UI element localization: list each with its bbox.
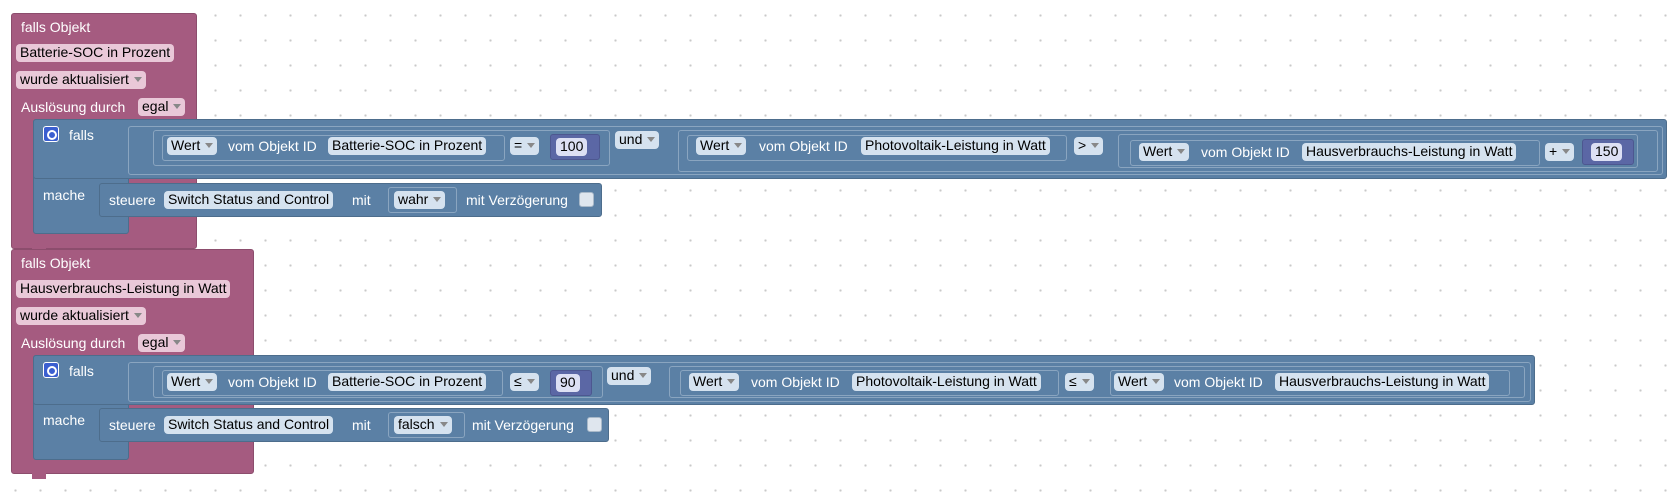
with-label: mit bbox=[352, 417, 371, 433]
operator-value: = bbox=[514, 137, 523, 153]
object-id-field[interactable]: Batterie-SOC in Prozent bbox=[328, 137, 487, 155]
gear-icon[interactable] bbox=[43, 126, 59, 142]
if-label: falls bbox=[69, 363, 94, 379]
object-id-field[interactable]: Hausverbrauchs-Leistung in Watt bbox=[1275, 373, 1490, 391]
dropdown-arrow-icon bbox=[639, 372, 648, 378]
math-operator-dropdown[interactable]: + bbox=[1545, 143, 1575, 161]
value-dropdown-label: Wert bbox=[700, 137, 730, 153]
value-dropdown-label: Wert bbox=[171, 373, 201, 389]
dropdown-arrow-icon bbox=[647, 136, 656, 142]
dropdown-arrow-icon bbox=[1562, 148, 1571, 154]
and-label: und bbox=[619, 131, 643, 147]
trigger-by-value: egal bbox=[142, 334, 169, 350]
dropdown-arrow-icon bbox=[205, 142, 214, 148]
object-id-field[interactable]: Hausverbrauchs-Leistung in Watt bbox=[1302, 143, 1517, 161]
and-operator-dropdown[interactable]: und bbox=[615, 131, 660, 149]
dropdown-arrow-icon bbox=[439, 421, 448, 427]
delay-label: mit Verzögerung bbox=[466, 192, 568, 208]
of-object-label: vom Objekt ID bbox=[1201, 144, 1290, 160]
of-object-label: vom Objekt ID bbox=[228, 374, 317, 390]
trigger-by-dropdown[interactable]: egal bbox=[138, 334, 186, 352]
value-dropdown-label: Wert bbox=[1143, 143, 1173, 159]
gear-icon[interactable] bbox=[43, 362, 59, 378]
boolean-dropdown[interactable]: falsch bbox=[394, 416, 452, 434]
number-field[interactable]: 90 bbox=[556, 374, 580, 392]
number-field[interactable]: 150 bbox=[1591, 143, 1623, 161]
value-dropdown[interactable]: Wert bbox=[1114, 373, 1165, 391]
operator-dropdown[interactable]: > bbox=[1074, 137, 1104, 155]
operator-dropdown[interactable]: ≤ bbox=[1065, 373, 1094, 391]
operator-value: ≤ bbox=[514, 373, 522, 389]
dropdown-arrow-icon bbox=[1152, 378, 1161, 384]
dropdown-arrow-icon bbox=[1177, 148, 1186, 154]
operator-dropdown[interactable]: ≤ bbox=[510, 373, 539, 391]
dropdown-arrow-icon bbox=[133, 312, 142, 318]
boolean-dropdown[interactable]: wahr bbox=[394, 191, 446, 209]
dropdown-arrow-icon bbox=[173, 339, 182, 345]
object-id-field[interactable]: Batterie-SOC in Prozent bbox=[328, 373, 487, 391]
dropdown-arrow-icon bbox=[734, 142, 743, 148]
dropdown-arrow-icon bbox=[133, 76, 142, 82]
if-label: falls bbox=[69, 127, 94, 143]
boolean-value: wahr bbox=[398, 191, 429, 207]
dropdown-arrow-icon bbox=[526, 378, 535, 384]
dropdown-arrow-icon bbox=[527, 142, 536, 148]
trigger-object-field[interactable]: Batterie-SOC in Prozent bbox=[16, 44, 175, 62]
control-target-field[interactable]: Switch Status and Control bbox=[164, 191, 334, 209]
of-object-label: vom Objekt ID bbox=[759, 138, 848, 154]
trigger-event-value: wurde aktualisiert bbox=[20, 71, 129, 87]
trigger-label: falls Objekt bbox=[21, 255, 91, 271]
trigger-by-value: egal bbox=[142, 98, 169, 114]
value-dropdown[interactable]: Wert bbox=[689, 373, 740, 391]
control-label: steuere bbox=[109, 417, 156, 433]
dropdown-arrow-icon bbox=[433, 196, 442, 202]
and-label: und bbox=[611, 367, 635, 383]
dropdown-arrow-icon bbox=[1091, 142, 1100, 148]
value-dropdown[interactable]: Wert bbox=[167, 137, 218, 155]
of-object-label: vom Objekt ID bbox=[228, 138, 317, 154]
value-dropdown[interactable]: Wert bbox=[696, 137, 747, 155]
and-operator-dropdown[interactable]: und bbox=[607, 367, 652, 385]
value-dropdown[interactable]: Wert bbox=[1139, 143, 1190, 161]
do-label: mache bbox=[43, 412, 86, 428]
of-object-label: vom Objekt ID bbox=[751, 374, 840, 390]
trigger-by-label: Auslösung durch bbox=[21, 335, 126, 351]
control-label: steuere bbox=[109, 192, 156, 208]
trigger-by-label: Auslösung durch bbox=[21, 99, 126, 115]
delay-label: mit Verzögerung bbox=[472, 417, 574, 433]
number-field[interactable]: 100 bbox=[556, 138, 588, 156]
trigger-event-dropdown[interactable]: wurde aktualisiert bbox=[16, 307, 146, 325]
operator-dropdown[interactable]: = bbox=[510, 137, 540, 155]
value-dropdown-label: Wert bbox=[1118, 373, 1148, 389]
object-id-field[interactable]: Photovoltaik-Leistung in Watt bbox=[861, 137, 1050, 155]
of-object-label: vom Objekt ID bbox=[1174, 374, 1263, 390]
trigger-label: falls Objekt bbox=[21, 19, 91, 35]
delay-checkbox[interactable] bbox=[579, 192, 594, 207]
value-dropdown-label: Wert bbox=[693, 373, 723, 389]
with-label: mit bbox=[352, 192, 371, 208]
dropdown-arrow-icon bbox=[1081, 378, 1090, 384]
control-target-field[interactable]: Switch Status and Control bbox=[164, 416, 334, 434]
value-dropdown[interactable]: Wert bbox=[167, 373, 218, 391]
do-label: mache bbox=[43, 187, 86, 203]
trigger-event-dropdown[interactable]: wurde aktualisiert bbox=[16, 71, 146, 89]
block-connector bbox=[32, 473, 46, 479]
dropdown-arrow-icon bbox=[173, 103, 182, 109]
operator-value: > bbox=[1078, 137, 1087, 153]
dropdown-arrow-icon bbox=[205, 378, 214, 384]
math-operator-value: + bbox=[1549, 143, 1558, 159]
operator-value: ≤ bbox=[1069, 373, 1077, 389]
delay-checkbox[interactable] bbox=[587, 417, 602, 432]
boolean-value: falsch bbox=[398, 416, 435, 432]
trigger-object-field[interactable]: Hausverbrauchs-Leistung in Watt bbox=[16, 280, 231, 298]
value-dropdown-label: Wert bbox=[171, 137, 201, 153]
trigger-event-value: wurde aktualisiert bbox=[20, 307, 129, 323]
object-id-field[interactable]: Photovoltaik-Leistung in Watt bbox=[852, 373, 1041, 391]
dropdown-arrow-icon bbox=[727, 378, 736, 384]
trigger-by-dropdown[interactable]: egal bbox=[138, 98, 186, 116]
